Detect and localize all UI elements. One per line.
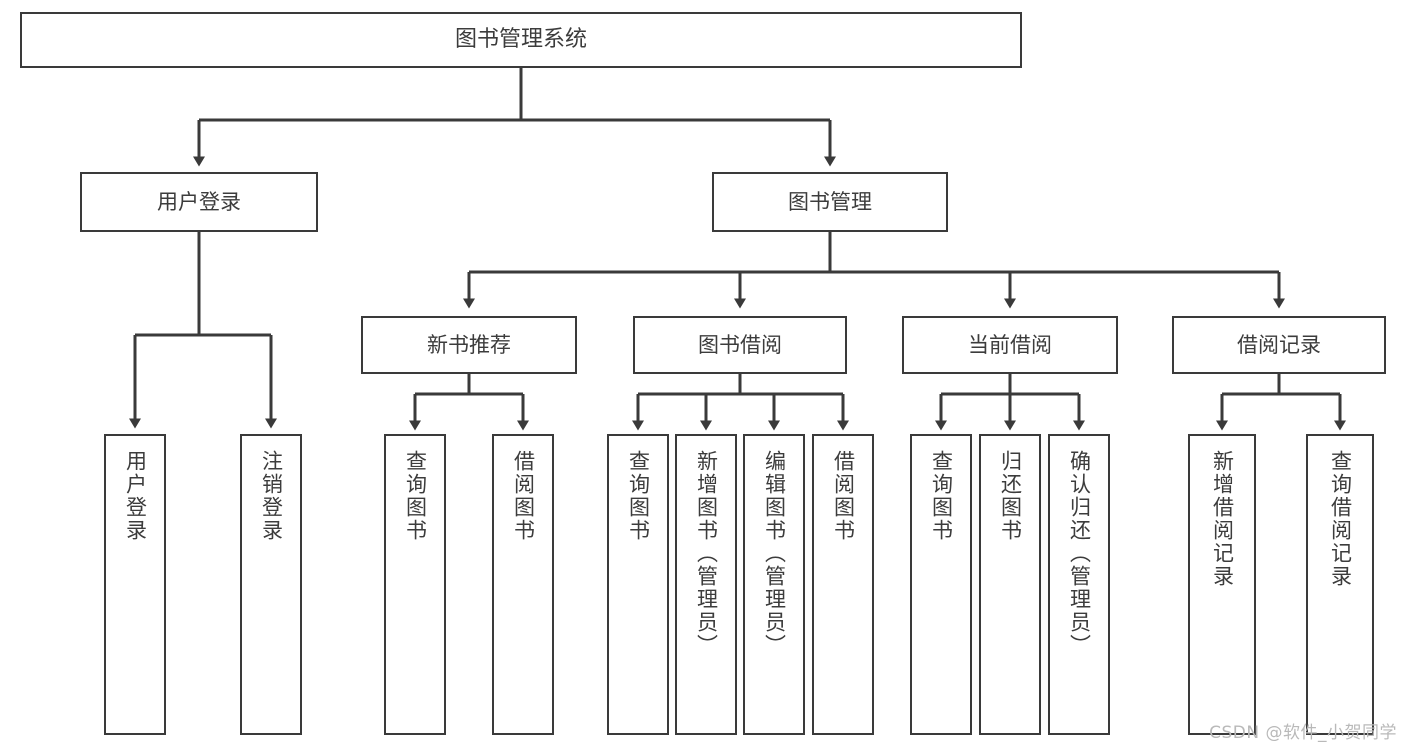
watermark-text: CSDN @软件_小贺同学 (1209, 723, 1397, 743)
node-book-management[interactable]: 图书管理 (712, 172, 948, 232)
node-leaf-query-borrow-record[interactable]: 查询借阅记录 (1306, 434, 1374, 735)
node-root[interactable]: 图书管理系统 (20, 12, 1022, 68)
node-leaf-add-book-label: 新增图书（管理员） (694, 450, 719, 657)
node-book-management-label: 图书管理 (788, 189, 872, 214)
node-root-label: 图书管理系统 (454, 27, 587, 53)
node-leaf-borrow-book-1[interactable]: 借阅图书 (492, 434, 554, 735)
node-leaf-query-book-3[interactable]: 查询图书 (910, 434, 972, 735)
node-leaf-add-borrow-record[interactable]: 新增借阅记录 (1188, 434, 1256, 735)
node-leaf-query-book-3-label: 查询图书 (929, 450, 954, 542)
node-current-borrow[interactable]: 当前借阅 (902, 316, 1118, 374)
node-leaf-return-book-label: 归还图书 (998, 450, 1023, 542)
node-leaf-confirm-return-label: 确认归还（管理员） (1067, 450, 1092, 657)
node-user-login-label: 用户登录 (157, 189, 241, 214)
node-leaf-logout-label: 注销登录 (259, 450, 284, 542)
node-book-borrow[interactable]: 图书借阅 (633, 316, 847, 374)
node-leaf-borrow-book-1-label: 借阅图书 (511, 450, 536, 542)
node-new-book-recommend[interactable]: 新书推荐 (361, 316, 577, 374)
node-leaf-borrow-book-2[interactable]: 借阅图书 (812, 434, 874, 735)
node-borrow-records[interactable]: 借阅记录 (1172, 316, 1386, 374)
node-leaf-confirm-return[interactable]: 确认归还（管理员） (1048, 434, 1110, 735)
node-leaf-edit-book-label: 编辑图书（管理员） (762, 450, 787, 657)
node-leaf-logout[interactable]: 注销登录 (240, 434, 302, 735)
node-leaf-return-book[interactable]: 归还图书 (979, 434, 1041, 735)
node-leaf-query-book-2[interactable]: 查询图书 (607, 434, 669, 735)
node-leaf-user-login[interactable]: 用户登录 (104, 434, 166, 735)
node-leaf-add-book[interactable]: 新增图书（管理员） (675, 434, 737, 735)
node-borrow-records-label: 借阅记录 (1237, 332, 1321, 357)
node-leaf-query-book-2-label: 查询图书 (626, 450, 651, 542)
node-current-borrow-label: 当前借阅 (968, 332, 1052, 357)
node-leaf-query-book-1[interactable]: 查询图书 (384, 434, 446, 735)
node-new-book-recommend-label: 新书推荐 (427, 332, 511, 357)
node-leaf-edit-book[interactable]: 编辑图书（管理员） (743, 434, 805, 735)
node-leaf-user-login-label: 用户登录 (123, 450, 148, 542)
node-leaf-query-book-1-label: 查询图书 (403, 450, 428, 542)
node-leaf-add-borrow-record-label: 新增借阅记录 (1210, 450, 1235, 588)
node-book-borrow-label: 图书借阅 (698, 332, 782, 357)
node-leaf-query-borrow-record-label: 查询借阅记录 (1328, 450, 1353, 588)
node-leaf-borrow-book-2-label: 借阅图书 (831, 450, 856, 542)
node-user-login[interactable]: 用户登录 (80, 172, 318, 232)
